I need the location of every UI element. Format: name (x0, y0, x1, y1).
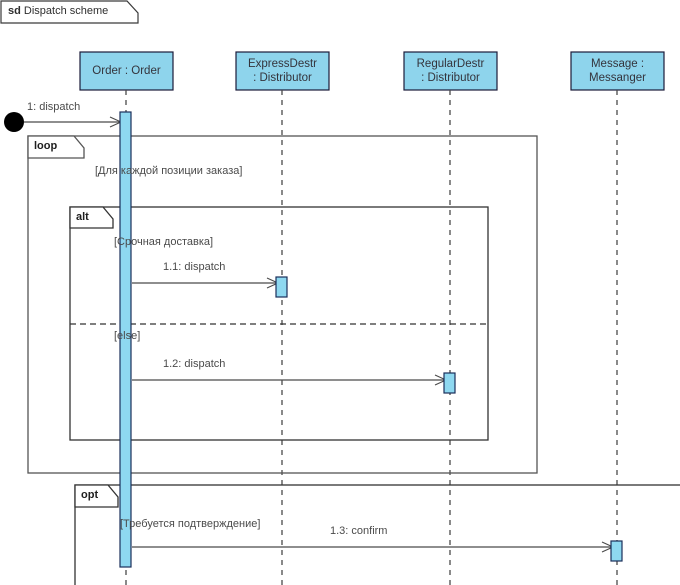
fragment-guard-alt-else: [else] (114, 330, 141, 342)
lifeline-head-messenger-line2: Messanger (589, 72, 646, 84)
lifeline-head-order-line1: Order : Order (92, 65, 161, 77)
fragment-loop-border (27, 135, 538, 474)
fragment-guard-loop: [Для каждой позиции заказа] (95, 165, 243, 177)
message-arrows (24, 116, 615, 553)
message-label-dispatch-1: 1: dispatch (27, 101, 81, 113)
fragment-guard-opt: [Требуется подтверждение] (120, 518, 261, 530)
message-label-confirm-13: 1.3: confirm (330, 525, 388, 537)
lifeline-head-order[interactable]: Order : Order (80, 64, 173, 78)
message-label-dispatch-11: 1.1: dispatch (163, 261, 226, 273)
fragment-operator-opt: opt (81, 489, 99, 501)
activation-bar-express (275, 276, 288, 298)
lifeline-head-express[interactable]: ExpressDestr : Distributor (236, 57, 329, 85)
lifeline-head-messenger-line1: Message : (590, 58, 645, 70)
lifeline-head-messenger[interactable]: Message : Messanger (571, 57, 664, 85)
message-label-dispatch-12: 1.2: dispatch (163, 358, 226, 370)
lifeline-head-regular-line1: RegularDestr (416, 58, 485, 70)
fragment-operator-alt: alt (76, 211, 89, 223)
activation-bar-order (119, 111, 132, 568)
found-message-start-node (4, 112, 24, 132)
activation-bar-regular (443, 372, 456, 394)
fragment-guard-alt: [Срочная доставка] (114, 236, 214, 248)
lifeline-head-regular[interactable]: RegularDestr : Distributor (404, 57, 497, 85)
frame-header-tab (0, 0, 139, 24)
lifeline-head-express-line2: : Distributor (253, 72, 312, 84)
activation-bar-messenger (610, 540, 623, 562)
lifeline-head-regular-line2: : Distributor (421, 72, 480, 84)
diagram-title-text: Dispatch scheme (23, 5, 109, 17)
diagram-kind-tag: sd (8, 5, 21, 17)
diagram-frame-title: sd Dispatch scheme (8, 5, 108, 18)
lifeline-head-express-line1: ExpressDestr (247, 58, 318, 70)
fragment-opt-border (74, 484, 680, 585)
activation-bars (119, 111, 623, 568)
fragment-alt-border (69, 206, 489, 441)
fragment-operator-loop: loop (34, 140, 58, 152)
